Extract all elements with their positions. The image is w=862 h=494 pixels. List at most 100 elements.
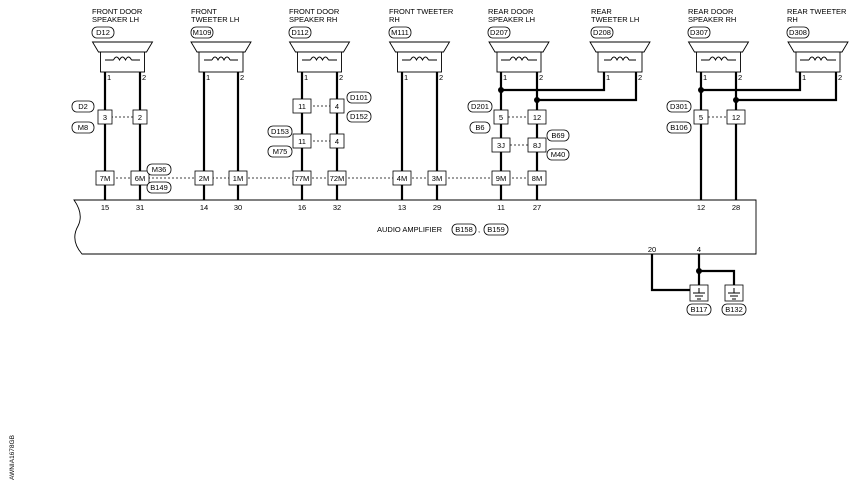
connector-pin: 5 — [499, 113, 503, 122]
speaker-cone-icon — [388, 41, 451, 53]
diagram-code: AWNIA1678GB — [9, 435, 16, 480]
connector-tag-label: D12 — [96, 28, 110, 37]
connector-box — [427, 170, 447, 186]
ground-label: B117 — [691, 305, 708, 314]
junction-dot — [534, 97, 540, 103]
connector-tag — [687, 26, 711, 39]
pin-number: 1 — [107, 73, 111, 82]
coil-icon — [808, 56, 828, 62]
connector-tag — [267, 125, 293, 138]
junction-dot — [698, 87, 704, 93]
pin-number: 1 — [802, 73, 806, 82]
connector-tag-label: M75 — [273, 147, 288, 156]
pin-number: 1 — [703, 73, 707, 82]
connector-pin: 5 — [699, 113, 703, 122]
connector-box — [726, 109, 746, 125]
speaker-name-line2: SPEAKER LH — [92, 15, 139, 24]
connector-box — [491, 170, 511, 186]
wire — [501, 72, 606, 92]
speaker-body — [496, 51, 542, 73]
audio-amplifier-box — [73, 199, 757, 255]
wire — [701, 72, 802, 92]
coil-icon — [509, 56, 529, 62]
amp-pin-number: 20 — [648, 245, 656, 254]
connector-tag-label: D208 — [593, 28, 611, 37]
connector-tag-label: D112 — [291, 28, 308, 37]
connector-pin: 2 — [138, 113, 142, 122]
speaker-name-line2: SPEAKER LH — [488, 15, 535, 24]
connector-tag-label: M40 — [551, 150, 566, 159]
amp-pin-number: 29 — [433, 203, 441, 212]
connector-tag — [71, 121, 95, 134]
connector-box — [493, 109, 509, 125]
speaker-name-line2: SPEAKER RH — [688, 15, 736, 24]
connector-pin: 3 — [103, 113, 107, 122]
connector-pin: 72M — [330, 174, 345, 183]
speaker-name-line1: FRONT DOOR — [92, 7, 143, 16]
ground-wire — [650, 254, 695, 292]
amp-pin-number: 4 — [697, 245, 701, 254]
connector-box — [329, 98, 345, 114]
connector-pin: 12 — [533, 113, 541, 122]
connector-box — [97, 109, 113, 125]
connector-tag-label: B158 — [455, 225, 473, 234]
speaker-cone-icon — [190, 41, 252, 53]
connector-box — [228, 170, 248, 186]
pin-number: 1 — [606, 73, 610, 82]
pin-number: 1 — [206, 73, 210, 82]
connector-box — [292, 98, 312, 114]
speaker-cone-icon — [687, 41, 750, 53]
pin-number: 2 — [738, 73, 742, 82]
connector-pin: 2M — [199, 174, 209, 183]
amp-pin-number: 27 — [533, 203, 541, 212]
connector-pin: 11 — [298, 137, 306, 146]
connector-box — [527, 137, 547, 153]
connector-tag-label: D152 — [350, 112, 368, 121]
connector-tag-label: B69 — [551, 131, 564, 140]
connector-tag-label: M109 — [193, 28, 212, 37]
connector-pin: 1M — [233, 174, 243, 183]
pin-number: 2 — [339, 73, 343, 82]
connector-tag — [91, 26, 115, 39]
speaker-cone-icon — [787, 41, 849, 53]
connector-pin: 11 — [298, 102, 306, 111]
pin-number: 2 — [638, 73, 642, 82]
connector-tag — [487, 26, 511, 39]
pin-number: 2 — [142, 73, 146, 82]
amp-pin-number: 28 — [732, 203, 740, 212]
speaker-body — [198, 51, 244, 73]
junction-dot — [498, 87, 504, 93]
connector-tag — [483, 223, 509, 236]
coil-icon — [211, 56, 231, 62]
connector-box — [130, 170, 150, 186]
pin-number: 1 — [404, 73, 408, 82]
connector-tag — [267, 145, 293, 158]
connector-tag — [666, 121, 692, 134]
connector-tag-label: D2 — [78, 102, 88, 111]
connector-box — [527, 170, 547, 186]
connector-tag-label: B106 — [670, 123, 688, 132]
speaker-cone-icon — [288, 41, 351, 53]
coil-icon — [310, 56, 329, 62]
coil-icon — [610, 56, 630, 62]
coil-icon — [113, 56, 132, 62]
pin-number: 2 — [240, 73, 244, 82]
connector-tag — [451, 223, 477, 236]
connector-tag-label: D101 — [350, 93, 368, 102]
speaker-name-line1: REAR TWEETER — [787, 7, 847, 16]
speaker-name-line2: TWEETER LH — [591, 15, 639, 24]
connector-tag — [666, 100, 692, 113]
connector-tag — [469, 121, 491, 134]
ground-label: B132 — [725, 305, 743, 314]
speaker-body — [597, 51, 643, 73]
speaker-name-line2: RH — [389, 15, 400, 24]
connector-pin: 12 — [732, 113, 740, 122]
speaker-name-line1: FRONT TWEETER — [389, 7, 454, 16]
connector-tag-label: D207 — [490, 28, 508, 37]
connector-tag — [786, 26, 810, 39]
connector-pin: 8M — [532, 174, 542, 183]
